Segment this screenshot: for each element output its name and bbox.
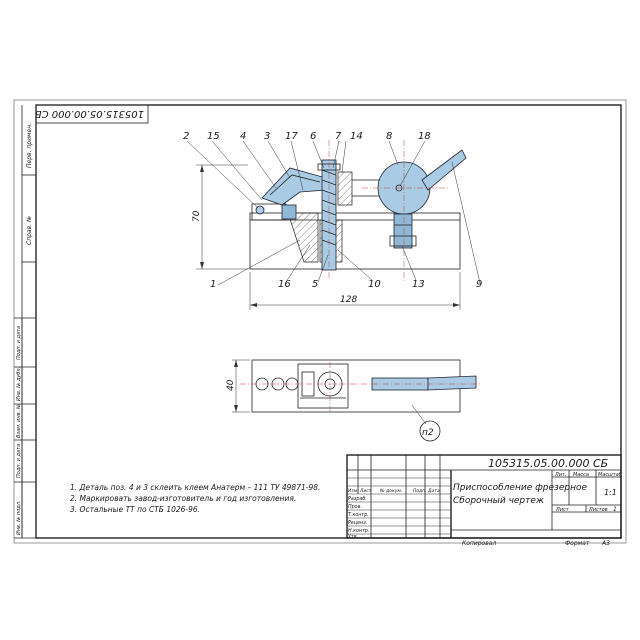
- position-labels-bottom: 1 16 5 10 13 9: [210, 161, 482, 290]
- pos-6: 6: [310, 131, 316, 142]
- dimensions-front: 70 128: [192, 164, 461, 310]
- front-view: [249, 140, 467, 282]
- base-plate: [249, 212, 461, 270]
- sheets-value: 1: [613, 506, 617, 513]
- col-scale: Масштаб: [598, 472, 622, 478]
- dim-width: 40: [226, 379, 236, 391]
- dim-height: 70: [192, 210, 202, 222]
- view-label-circle: [419, 420, 441, 442]
- role-3: Реценз.: [348, 520, 367, 526]
- name-line1: Приспособление фрезерное: [453, 483, 587, 493]
- pos-7: 7: [335, 131, 342, 142]
- pos-15: 15: [207, 131, 220, 142]
- role-0: Разраб.: [348, 496, 367, 502]
- side-label-2: Подп. и дата: [16, 326, 22, 360]
- side-label-3: Инв. № дубл.: [16, 367, 22, 401]
- role-2: Т.контр.: [348, 512, 369, 518]
- pos-5: 5: [312, 279, 318, 290]
- technical-notes: 1. Деталь поз. 4 и 3 склеить клеем Анате…: [70, 483, 320, 514]
- pos-13: 13: [412, 279, 425, 290]
- column-13: [393, 213, 413, 249]
- dim-length: 128: [340, 295, 357, 305]
- pos-9: 9: [476, 279, 482, 290]
- side-label-6: Инв. № подл.: [16, 501, 22, 536]
- top-stamp: 105315.05.00.000 СБ: [35, 104, 149, 124]
- scale-value: 1:1: [604, 488, 617, 497]
- top-stamp-text: 105315.05.00.000 СБ: [35, 108, 144, 119]
- role-4: Н.контр.: [348, 528, 369, 534]
- plan-view: 40 п2: [226, 359, 480, 442]
- side-label-0: Перв. примен.: [26, 123, 33, 168]
- hdr-sign: Подп.: [413, 488, 427, 494]
- pos-10: 10: [368, 279, 381, 290]
- pos-18: 18: [418, 131, 431, 142]
- sheet-label: Лист: [555, 507, 570, 513]
- position-labels-top: 2 15 4 3 17 6 7 14 8 18: [183, 131, 431, 209]
- pos-16: 16: [278, 279, 291, 290]
- role-1: Пров.: [348, 504, 362, 510]
- side-label-1: Справ. №: [26, 216, 33, 245]
- outer-frame: [13, 99, 627, 544]
- format-value: А3: [601, 540, 610, 547]
- pos-17: 17: [285, 131, 298, 142]
- designation: 105315.05.00.000 СБ: [488, 457, 608, 470]
- left-side-strip: Перв. примен. Справ. № Подп. и дата Инв.…: [14, 105, 37, 539]
- view-label: п2: [422, 428, 434, 438]
- role-5: Утв.: [348, 534, 358, 540]
- copied-label: Копировал: [462, 540, 496, 547]
- pos-2: 2: [183, 131, 189, 142]
- side-label-4: Взам. инв. №: [16, 404, 22, 438]
- format-label: Формат: [565, 540, 590, 547]
- hdr-doc: № докум.: [379, 488, 402, 494]
- pos-1: 1: [210, 279, 216, 290]
- hdr-list: Лист: [359, 488, 372, 494]
- lever-arm: [261, 167, 327, 206]
- side-label-5: Подп. и дата: [16, 444, 22, 478]
- note-1: 1. Деталь поз. 4 и 3 склеить клеем Анате…: [70, 483, 320, 492]
- pos-8: 8: [386, 131, 392, 142]
- name-line2: Сборочный чертеж: [453, 496, 545, 506]
- col-mass: Масса: [573, 472, 589, 478]
- col-lit: Лит.: [554, 472, 567, 478]
- wedge-body: [287, 212, 319, 263]
- hdr-date: Дата: [427, 488, 440, 494]
- pos-3: 3: [264, 131, 270, 142]
- title-block: Изм. Лист № докум. Подп. Дата Разраб. Пр…: [346, 454, 622, 547]
- handle-rod: [421, 149, 467, 191]
- hdr-izm: Изм.: [348, 488, 359, 494]
- sheets-label: Листов: [588, 507, 608, 513]
- pos-14: 14: [350, 131, 363, 142]
- note-3: 3. Остальные ТТ по СТБ 1026-96.: [70, 505, 200, 514]
- note-2: 2. Маркировать завод-изготовитель и год …: [70, 494, 296, 503]
- pos-4: 4: [240, 131, 246, 142]
